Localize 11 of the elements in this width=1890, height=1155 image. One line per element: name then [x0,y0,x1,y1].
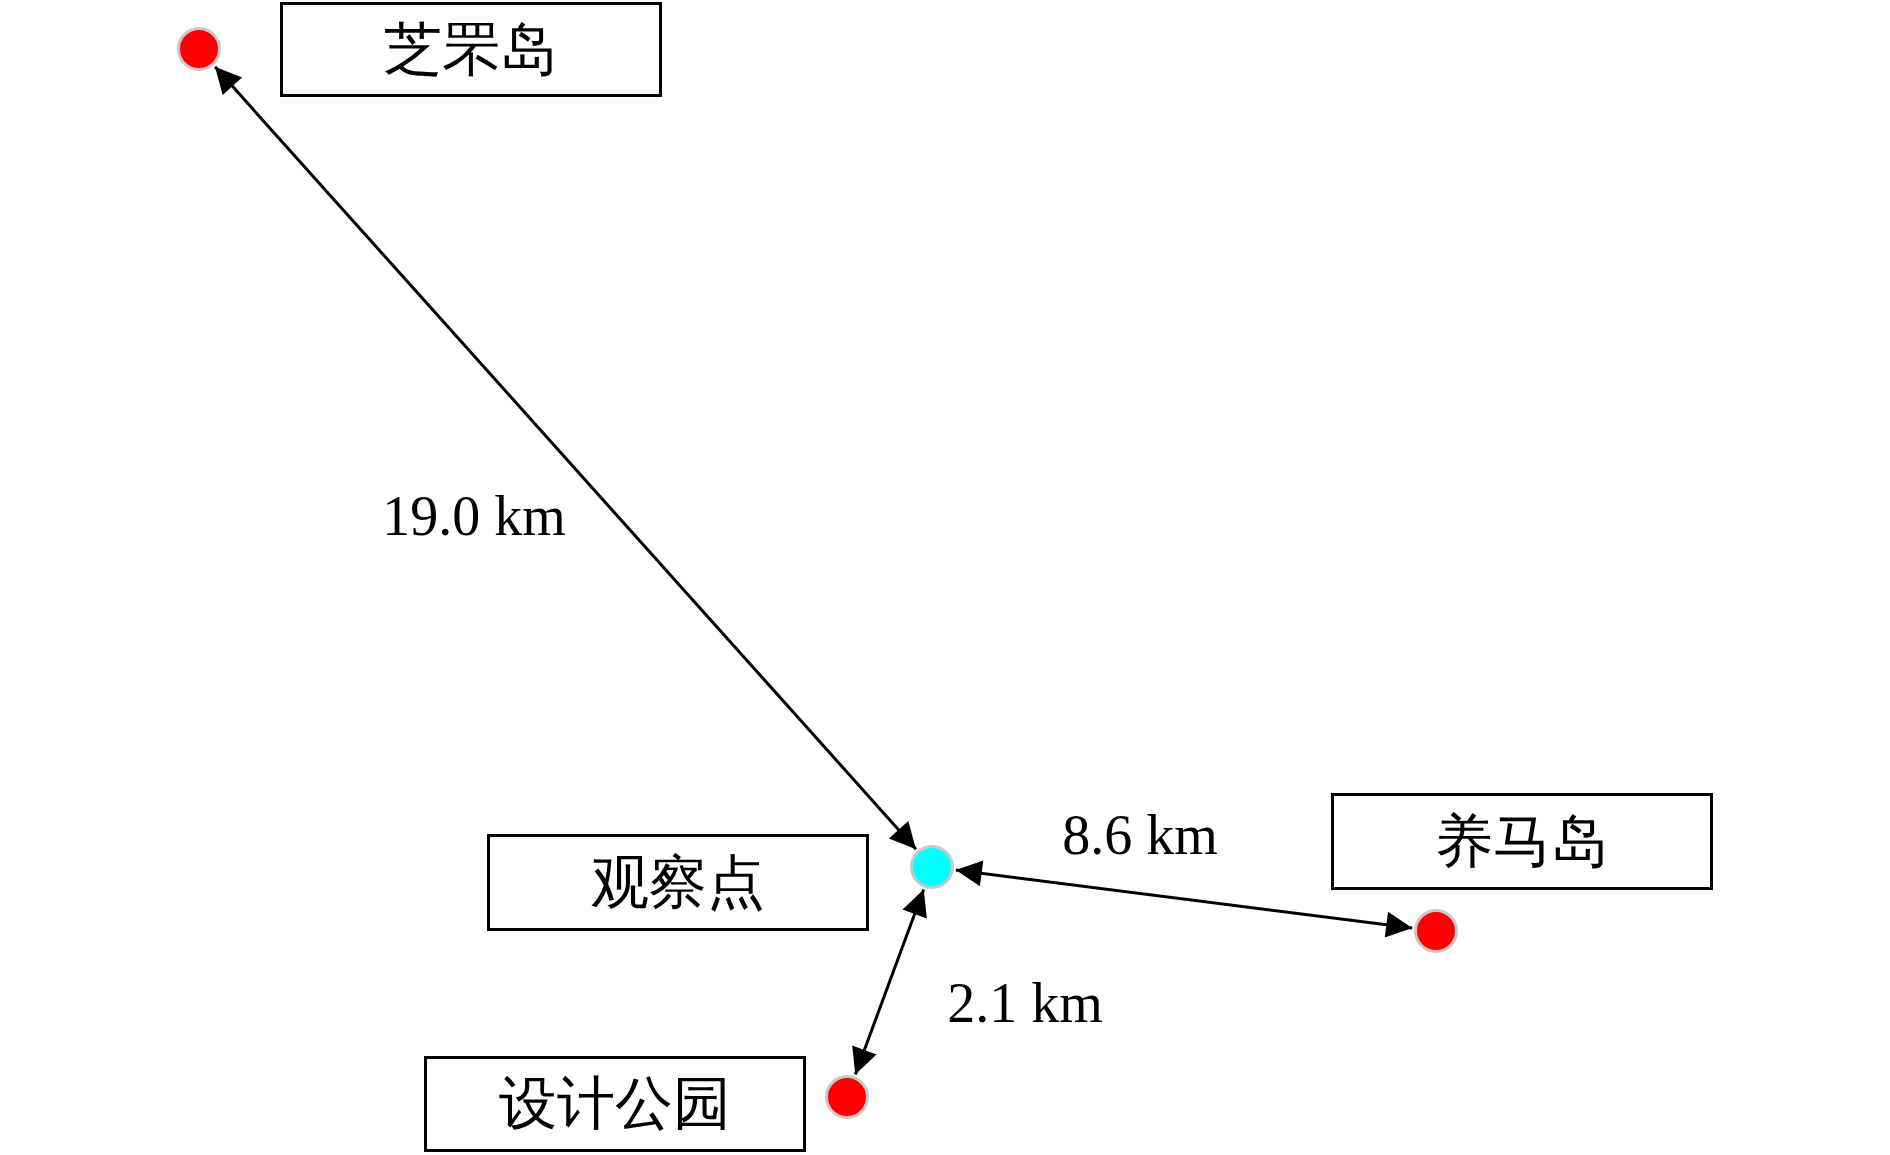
distance-arrow [955,860,1413,938]
location-dot [177,27,221,71]
place-label: 观察点 [487,834,869,931]
place-label: 养马岛 [1331,793,1713,890]
location-dot [825,1075,869,1119]
distance-arrow [213,65,918,851]
distance-arrow [852,889,927,1075]
location-dot [910,845,954,889]
place-label: 芝罘岛 [280,2,662,97]
place-label: 设计公园 [424,1056,806,1152]
location-dot [1414,909,1458,953]
